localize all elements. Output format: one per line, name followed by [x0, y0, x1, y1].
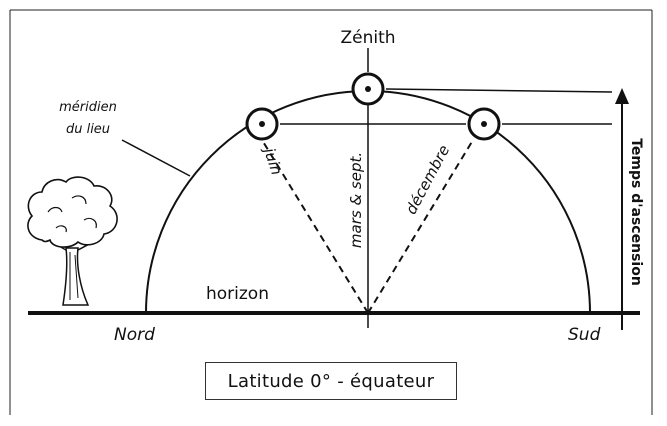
december-ray: [367, 139, 474, 314]
equinox-height-line: [385, 88, 613, 93]
arrow-up-icon: [615, 88, 629, 104]
december-label: décembre: [402, 142, 453, 217]
rise-time-label: Temps d'ascension: [628, 138, 644, 286]
north-label: Nord: [114, 325, 155, 345]
june-label: juin: [260, 144, 286, 177]
june-ray: [261, 139, 369, 314]
meridian-label-line1: méridien: [59, 100, 117, 115]
sun-equinox-icon: [351, 72, 385, 106]
sun-december-icon: [467, 107, 501, 141]
sun-june-icon: [245, 107, 279, 141]
meridian-label-line2: du lieu: [66, 122, 110, 137]
south-label: Sud: [568, 325, 601, 345]
meridian-pointer: [121, 139, 191, 177]
tree-icon: [27, 176, 118, 306]
zenith-label: Zénith: [340, 28, 395, 48]
march-sept-label: mars & sept.: [347, 152, 365, 248]
latitude-caption: Latitude 0° - équateur: [205, 362, 457, 400]
horizon-label: horizon: [206, 284, 269, 304]
